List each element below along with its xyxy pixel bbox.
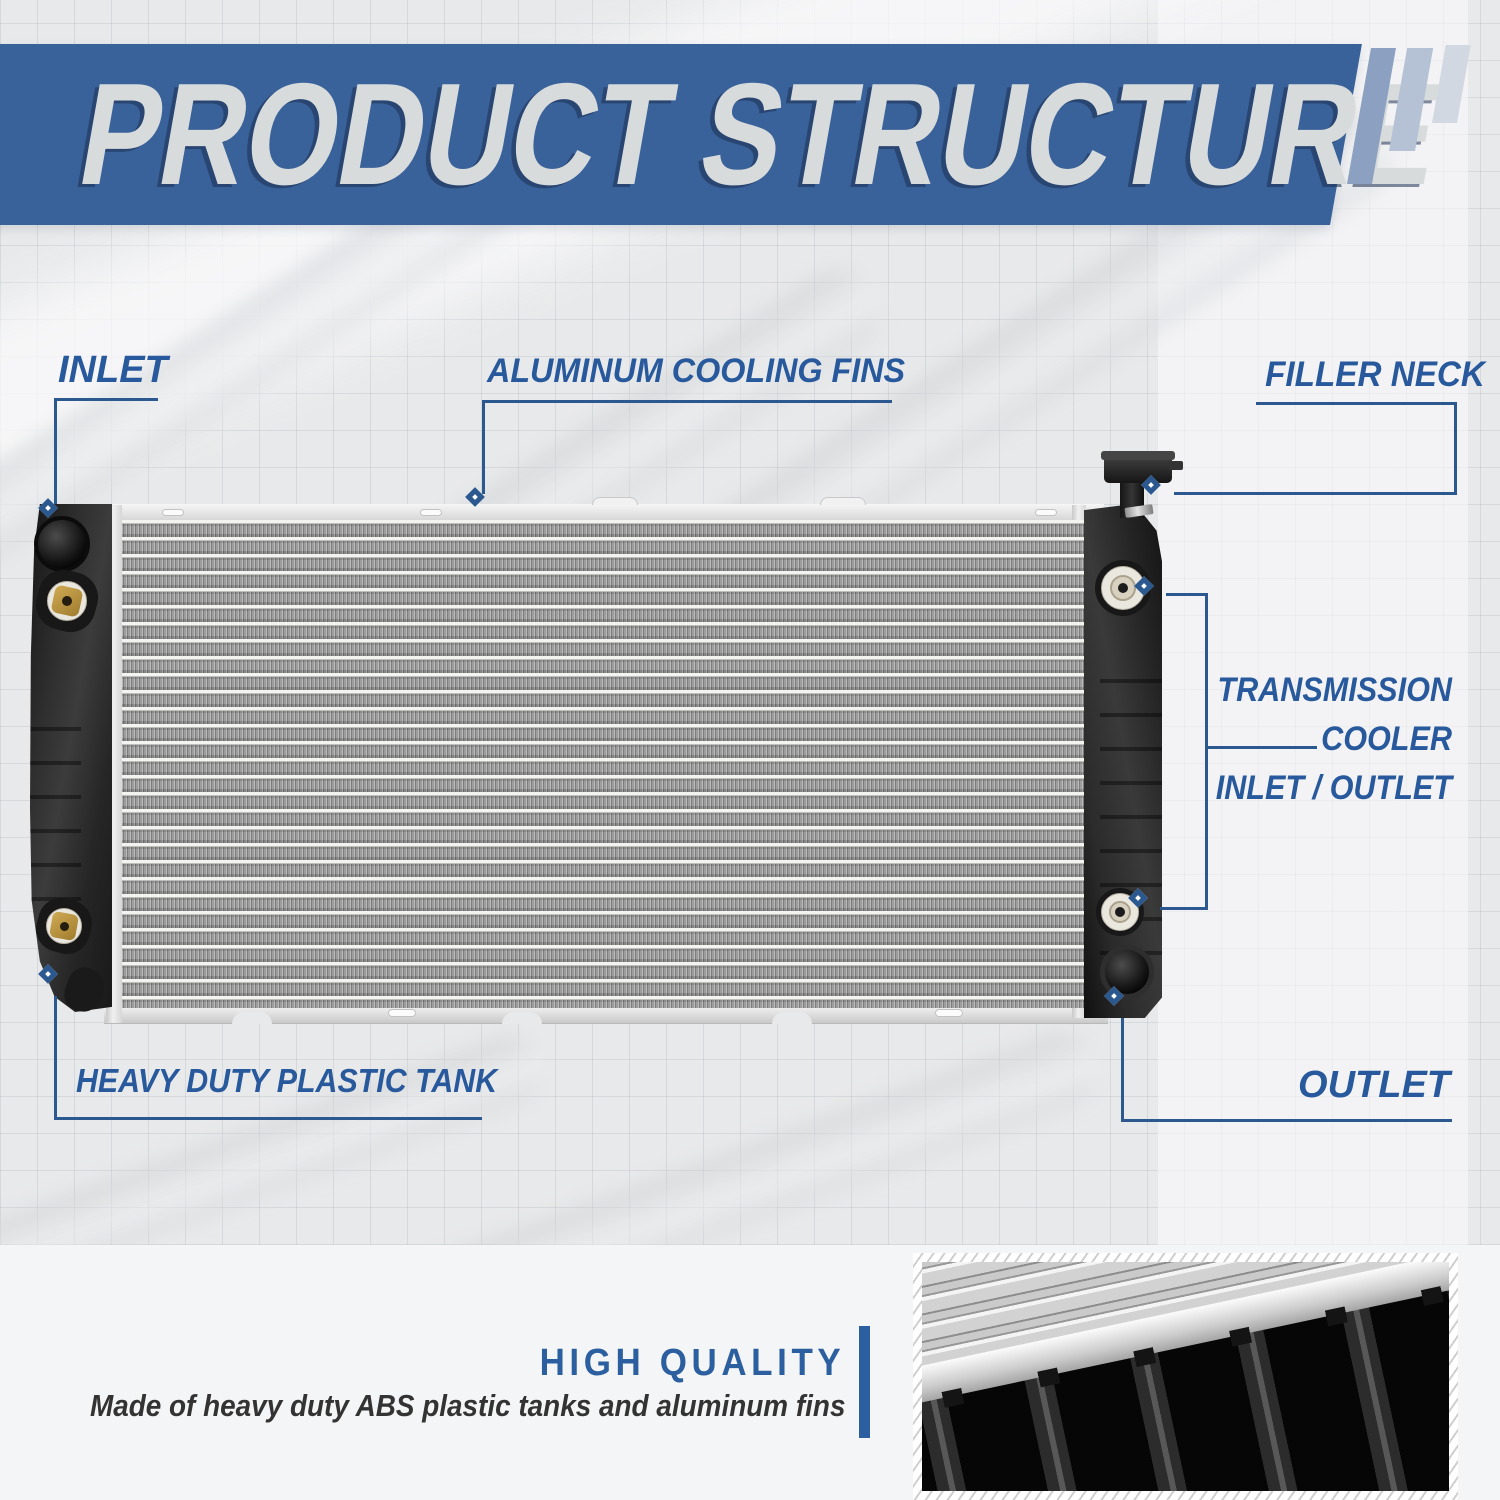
bottom-plate-slot <box>388 1009 416 1017</box>
top-plate-slot <box>1035 509 1057 516</box>
bottom-plate-notch <box>772 1012 812 1024</box>
inlet-port <box>34 516 90 572</box>
page-title: PRODUCT STRUCTURE <box>68 53 1452 215</box>
lower-fitting-center <box>60 922 69 931</box>
aluminum-core-fins <box>122 520 1088 1008</box>
radiator-top-plate <box>104 504 1104 521</box>
top-plate-slot <box>162 509 184 516</box>
leader-line <box>1205 746 1317 749</box>
transmission-label-line1: TRANSMISSION <box>1217 671 1452 709</box>
leader-line <box>54 398 158 401</box>
quality-heading: HIGH QUALITY <box>539 1342 845 1384</box>
leader-line <box>1205 593 1208 910</box>
leader-line <box>1160 907 1208 910</box>
leader-line <box>1121 1119 1452 1122</box>
leader-line <box>54 398 57 504</box>
bottom-plate-slot <box>935 1009 963 1017</box>
filler-neck-cap-lip <box>1101 451 1175 460</box>
leader-line <box>482 400 892 403</box>
transmission-label-line3: INLET / OUTLET <box>1215 769 1452 807</box>
leader-line <box>54 1117 482 1120</box>
top-plate-tab <box>820 497 866 505</box>
closeup-photo-radiator-fins <box>922 1262 1449 1491</box>
callout-label-transmission: TRANSMISSION COOLER INLET / OUTLET <box>1182 666 1452 813</box>
trans-cooler-fitting-bottom-center <box>1115 907 1125 917</box>
closeup-photo-frame <box>913 1253 1458 1500</box>
top-plate-tab <box>592 497 638 505</box>
leader-line <box>1166 593 1208 596</box>
leader-line <box>54 996 57 1120</box>
transmission-label-line2: COOLER <box>1321 720 1452 758</box>
leader-line <box>1454 402 1457 495</box>
top-plate-slot <box>420 509 442 516</box>
bottom-plate-notch <box>232 1012 272 1024</box>
trans-cooler-fitting-top-center <box>1118 583 1128 593</box>
product-structure-banner: PRODUCT STRUCTURE <box>0 44 1451 225</box>
callout-label-plastic-tank: HEAVY DUTY PLASTIC TANK <box>76 1062 498 1099</box>
drain-fitting-center <box>62 596 72 606</box>
left-tank-ribs <box>30 697 81 926</box>
radiator-bottom-plate <box>104 1006 1108 1024</box>
leader-line <box>482 400 485 494</box>
leader-line <box>1174 492 1457 495</box>
leader-line <box>1256 402 1457 405</box>
quality-accent-bar <box>859 1326 870 1438</box>
callout-label-filler-neck: FILLER NECK <box>1265 355 1485 394</box>
trans-cooler-fitting-top-inner <box>1110 575 1136 601</box>
callout-label-inlet: INLET <box>58 349 168 391</box>
callout-label-cooling-fins: ALUMINUM COOLING FINS <box>487 352 906 390</box>
overflow-nipple <box>1169 461 1183 470</box>
leader-line <box>1121 1018 1124 1122</box>
quality-description: Made of heavy duty ABS plastic tanks and… <box>89 1388 845 1423</box>
callout-label-outlet: OUTLET <box>1298 1064 1450 1106</box>
bottom-plate-notch <box>502 1012 542 1024</box>
